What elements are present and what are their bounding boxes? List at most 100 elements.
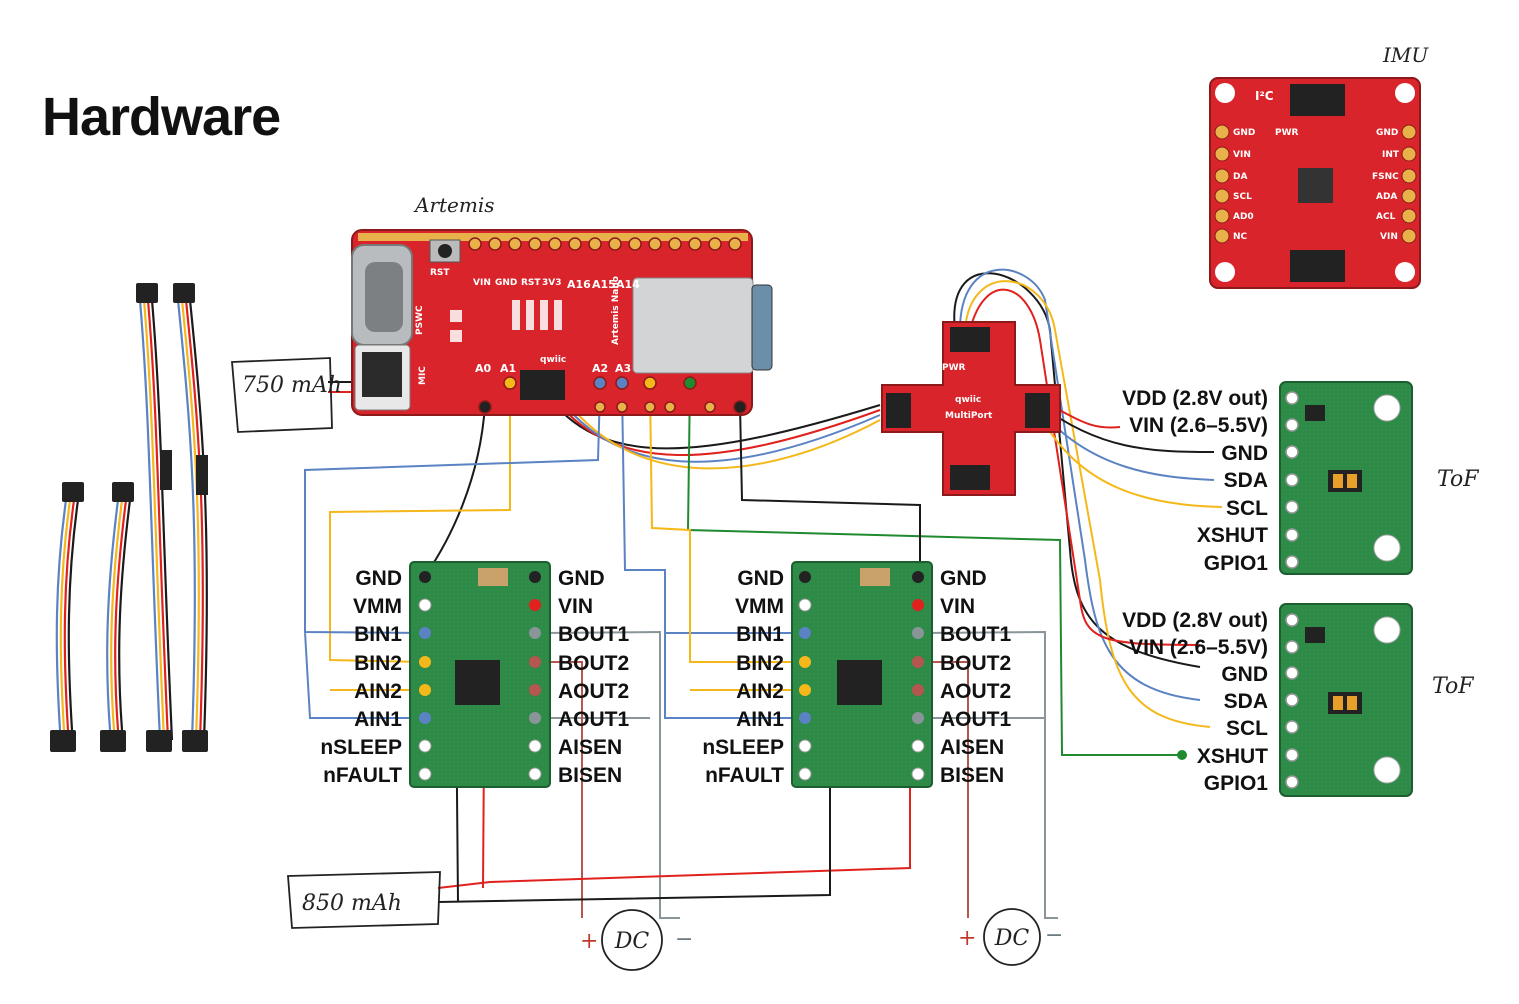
motor-driver-1 xyxy=(409,561,551,788)
silk-a16: A16 xyxy=(567,278,591,291)
tof2-scl-label: SCL xyxy=(1226,717,1268,740)
tof2-gpio1-label: GPIO1 xyxy=(1204,772,1269,795)
motor-driver-2 xyxy=(791,561,933,788)
d2-ain1-l: AIN1 xyxy=(736,708,784,731)
d2-nsleep-l: nSLEEP xyxy=(702,736,784,759)
driver-1-labels: GND VMM BIN1 BIN2 AIN2 AIN1 nSLEEP nFAUL… xyxy=(320,567,629,787)
d2-vin-r: VIN xyxy=(940,595,975,618)
d2-bisen-r: BISEN xyxy=(940,764,1004,787)
battery-750: 750 mAh xyxy=(231,357,342,433)
tof-2-annotation: ToF xyxy=(1432,674,1474,699)
d2-bout1-r: BOUT1 xyxy=(940,623,1011,646)
d2-nfault-l: nFAULT xyxy=(705,764,784,787)
d1-ain2-l: AIN2 xyxy=(354,680,402,703)
d2-aout2-r: AOUT2 xyxy=(940,680,1011,703)
imu-pin-da: DA xyxy=(1233,172,1247,182)
driver-2-labels: GND VMM BIN1 BIN2 AIN2 AIN1 nSLEEP nFAUL… xyxy=(702,567,1011,787)
silk-pswc: PSWC xyxy=(415,305,425,335)
imu-pin-scl: SCL xyxy=(1233,192,1252,202)
d1-bout2-r: BOUT2 xyxy=(558,652,629,675)
d2-aisen-r: AISEN xyxy=(940,736,1004,759)
imu-silk-pwr: PWR xyxy=(1275,128,1299,138)
tof1-xshut-label: XSHUT xyxy=(1197,524,1268,547)
silk-rst: RST xyxy=(430,268,450,278)
tof-1-annotation: ToF xyxy=(1437,467,1479,492)
d1-vin-r: VIN xyxy=(558,595,593,618)
imu-pin-ad0: AD0 xyxy=(1233,212,1254,222)
dc-motor-2-label: DC xyxy=(994,926,1030,951)
silk-a15: A15 xyxy=(592,278,616,291)
artemis-module xyxy=(632,277,754,374)
d1-gnd-l: GND xyxy=(355,567,402,590)
silk-artemis-nano: Artemis Nano xyxy=(611,276,621,345)
silk-a2: A2 xyxy=(592,362,608,375)
multiport-silk-qwiic: qwiic xyxy=(955,395,981,405)
dc-motor-2-plus: + xyxy=(958,926,976,951)
d1-bisen-r: BISEN xyxy=(558,764,622,787)
d2-aout1-r: AOUT1 xyxy=(940,708,1011,731)
tof1-gpio1-label: GPIO1 xyxy=(1204,552,1269,575)
d1-nfault-l: nFAULT xyxy=(323,764,402,787)
dc-motor-1: DC + − xyxy=(580,909,693,971)
tof1-vdd-label: VDD (2.8V out) xyxy=(1122,387,1268,410)
imu-pin-vin: VIN xyxy=(1233,150,1251,160)
silk-a1: A1 xyxy=(500,362,516,375)
dc-motor-1-minus: − xyxy=(675,927,693,952)
tof-sensor-1 xyxy=(1279,381,1413,575)
d1-aout1-r: AOUT1 xyxy=(558,708,629,731)
tof1-vin-label: VIN (2.6–5.5V) xyxy=(1129,414,1268,437)
silk-mic: MIC xyxy=(418,366,428,385)
tof2-xshut-label: XSHUT xyxy=(1197,745,1268,768)
battery-850: 850 mAh xyxy=(287,871,441,929)
d2-vmm-l: VMM xyxy=(735,595,784,618)
d1-ain1-l: AIN1 xyxy=(354,708,402,731)
tof-1-labels: VDD (2.8V out) VIN (2.6–5.5V) GND SDA SC… xyxy=(1122,387,1268,575)
d1-nsleep-l: nSLEEP xyxy=(320,736,402,759)
tof-sensor-2 xyxy=(1279,603,1413,797)
silk-vin: VIN xyxy=(473,278,491,288)
silk-a0: A0 xyxy=(475,362,492,375)
silk-rst-pin: RST xyxy=(521,278,541,288)
d2-bout2-r: BOUT2 xyxy=(940,652,1011,675)
imu-silk-i2c: I²C xyxy=(1255,89,1274,103)
d1-vmm-l: VMM xyxy=(353,595,402,618)
d2-gnd-l: GND xyxy=(737,567,784,590)
d2-bin2-l: BIN2 xyxy=(736,652,784,675)
d1-bin2-l: BIN2 xyxy=(354,652,402,675)
tof2-vdd-label: VDD (2.8V out) xyxy=(1122,609,1268,632)
silk-a14: A14 xyxy=(616,278,640,291)
d1-aisen-r: AISEN xyxy=(558,736,622,759)
d2-bin1-l: BIN1 xyxy=(736,623,784,646)
tof2-sda-label: SDA xyxy=(1224,690,1268,713)
silk-a3: A3 xyxy=(615,362,631,375)
silk-gnd: GND xyxy=(495,278,517,288)
silk-qwiic: qwiic xyxy=(540,355,566,365)
imu-pin-ada: ADA xyxy=(1376,192,1397,202)
imu-pin-gnd: GND xyxy=(1233,128,1255,138)
imu-pin-vin-right: VIN xyxy=(1380,232,1398,242)
imu-annotation: IMU xyxy=(1382,43,1429,67)
dc-motor-2-minus: − xyxy=(1045,923,1063,948)
tof1-sda-label: SDA xyxy=(1224,469,1268,492)
dc-motor-2: DC + − xyxy=(958,908,1063,966)
artemis-board: RST PSWC MIC VIN GND RST 3V3 A16 A15 A14… xyxy=(351,229,773,416)
battery-850-label: 850 mAh xyxy=(302,891,402,916)
artemis-annotation: Artemis xyxy=(413,193,495,217)
d1-bin1-l: BIN1 xyxy=(354,623,402,646)
multiport-silk-label: MultiPort xyxy=(945,411,993,421)
d2-ain2-l: AIN2 xyxy=(736,680,784,703)
dc-motor-1-plus: + xyxy=(580,929,598,954)
imu-board: GND VIN DA SCL AD0 NC GND INT FSNC ADA A… xyxy=(1209,77,1421,289)
d1-bout1-r: BOUT1 xyxy=(558,623,629,646)
qwiic-connector xyxy=(520,370,565,400)
page-title: Hardware xyxy=(42,87,281,147)
silk-3v3: 3V3 xyxy=(542,278,562,288)
qwiic-cables xyxy=(50,283,208,752)
dc-motor-1-label: DC xyxy=(614,929,650,954)
imu-pin-nc: NC xyxy=(1233,232,1248,242)
multiport-silk-pwr: PWR xyxy=(942,363,966,373)
imu-pin-int: INT xyxy=(1382,150,1400,160)
imu-pin-fsnc: FSNC xyxy=(1372,172,1399,182)
qwiic-multiport: PWR qwiic MultiPort xyxy=(881,321,1061,496)
